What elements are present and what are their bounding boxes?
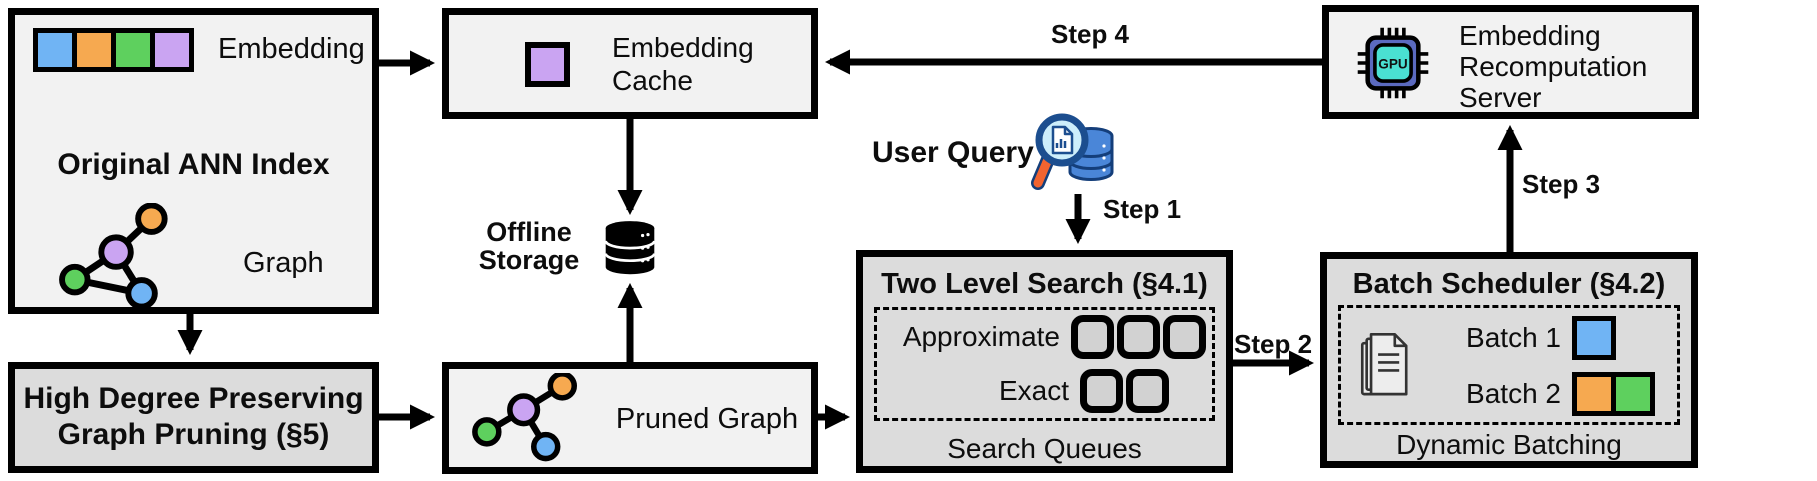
pruned-graph-label: Pruned Graph [615, 403, 799, 435]
pruned-graph-icon [472, 373, 577, 462]
documents-icon [1360, 333, 1408, 396]
batch-2-row: Batch 2 [1419, 368, 1671, 420]
queue-slot [1126, 369, 1169, 413]
offline-storage-label: Offline Storage [478, 217, 580, 275]
batch-1-label: Batch 1 [1466, 322, 1561, 353]
queue-slot [1071, 315, 1114, 359]
exact-label: Exact [998, 375, 1069, 406]
batch-item-orange [1572, 372, 1616, 416]
graph-pruning-title: High Degree Preserving Graph Pruning (§5… [15, 381, 372, 453]
search-queues-panel: Approximate Exact [874, 307, 1215, 421]
recomputation-server-label: Embedding Recomputation Server [1459, 20, 1648, 113]
graph-pruning-title-line1: High Degree Preserving [23, 382, 364, 415]
exact-queue-slots [1080, 369, 1169, 413]
batch-1-squares [1572, 316, 1616, 360]
graph-pruning-box: High Degree Preserving Graph Pruning (§5… [8, 362, 379, 473]
approximate-queue-row: Approximate [877, 310, 1206, 364]
embedding-strip-icon [33, 28, 194, 72]
approximate-queue-slots [1071, 315, 1206, 359]
recomputation-server-box: GPU Embedding Recomputation Server [1322, 5, 1699, 119]
embedding-cell-green [111, 28, 155, 72]
embedding-cache-box: Embedding Cache [442, 8, 818, 119]
batch-scheduler-title: Batch Scheduler (§4.2) [1352, 268, 1666, 300]
batch-2-squares [1572, 372, 1655, 416]
graph-icon [59, 203, 168, 310]
embedding-cache-label: Embedding Cache [612, 32, 754, 96]
step3-label: Step 3 [1522, 169, 1601, 199]
exact-queue-row: Exact [877, 364, 1206, 418]
gpu-icon: GPU [1357, 27, 1429, 99]
approximate-label: Approximate [902, 321, 1060, 352]
embedding-label: Embedding [218, 33, 365, 65]
user-query-icon [1031, 113, 1114, 190]
two-level-search-box: Two Level Search (§4.1) Approximate Exac… [856, 250, 1233, 473]
embedding-cell-orange [72, 28, 116, 72]
step1-label: Step 1 [1103, 194, 1182, 224]
ann-index-title: Original ANN Index [57, 148, 330, 181]
dynamic-batching-caption: Dynamic Batching [1396, 429, 1622, 460]
queue-slot [1117, 315, 1160, 359]
dynamic-batching-panel: Batch 1 Batch 2 [1338, 305, 1680, 425]
step2-label: Step 2 [1234, 329, 1313, 359]
batch-2-label: Batch 2 [1466, 378, 1561, 409]
batch-1-row: Batch 1 [1419, 312, 1671, 364]
embedding-cell-blue [33, 28, 77, 72]
graph-label: Graph [243, 247, 324, 279]
user-query-label: User Query [872, 136, 1034, 169]
step4-label: Step 4 [1050, 19, 1130, 49]
batch-item-blue [1572, 316, 1616, 360]
original-ann-index-box: Embedding Original ANN Index Graph [8, 8, 379, 314]
two-level-search-title: Two Level Search (§4.1) [881, 268, 1208, 300]
gpu-chip-label: GPU [1378, 56, 1407, 71]
cached-embedding-icon [525, 42, 570, 87]
search-queues-caption: Search Queues [947, 433, 1142, 464]
queue-slot [1080, 369, 1123, 413]
batch-scheduler-box: Batch Scheduler (§4.2) Batch 1 Batch 2 [1320, 252, 1698, 468]
graph-pruning-title-line2: Graph Pruning (§5) [57, 418, 330, 451]
batch-item-green [1611, 372, 1655, 416]
pruned-graph-box: Pruned Graph [442, 362, 818, 474]
offline-storage-db-icon [604, 221, 656, 275]
queue-slot [1163, 315, 1206, 359]
embedding-cell-purple [150, 28, 194, 72]
